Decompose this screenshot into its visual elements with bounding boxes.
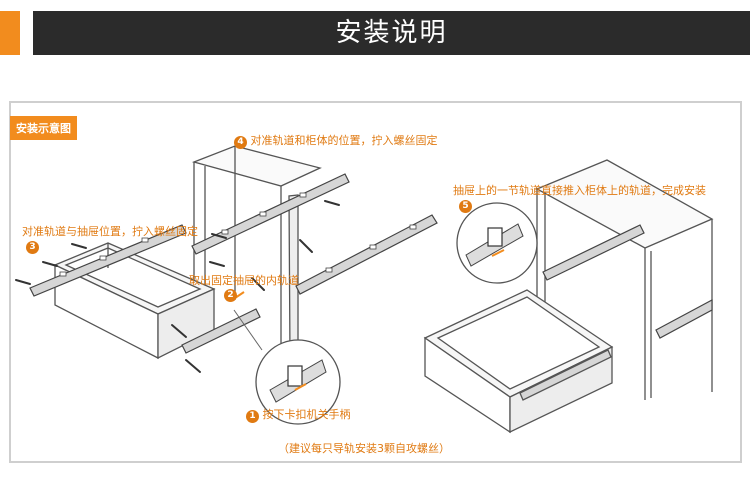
- header-accent: [0, 11, 20, 55]
- step-4-text: 对准轨道和柜体的位置，拧入螺丝固定: [250, 134, 438, 147]
- step-1-label: 1 按下卡扣机关手柄: [246, 406, 351, 423]
- step-3-text: 对准轨道与抽屉位置，拧入螺丝固定: [22, 225, 198, 238]
- step-5-text: 抽屉上的一节轨道直接推入柜体上的轨道，完成安装: [453, 184, 706, 197]
- page-title: 安装说明: [33, 11, 750, 55]
- step-2-number: 2: [224, 289, 237, 302]
- step-3-number: 3: [26, 241, 39, 254]
- step-1-text: 按下卡扣机关手柄: [262, 408, 351, 421]
- footnote: （建议每只导轨安装3颗自攻螺丝）: [278, 442, 450, 455]
- step-2-text: 取出固定抽屉的内轨道: [189, 274, 299, 287]
- step-1-number: 1: [246, 410, 259, 423]
- step-4-label: 4 对准轨道和柜体的位置，拧入螺丝固定: [234, 132, 438, 149]
- step-5-number: 5: [459, 200, 472, 213]
- step-4-number: 4: [234, 136, 247, 149]
- diagram-badge: 安装示意图: [10, 116, 77, 140]
- diagram-frame: [9, 101, 742, 463]
